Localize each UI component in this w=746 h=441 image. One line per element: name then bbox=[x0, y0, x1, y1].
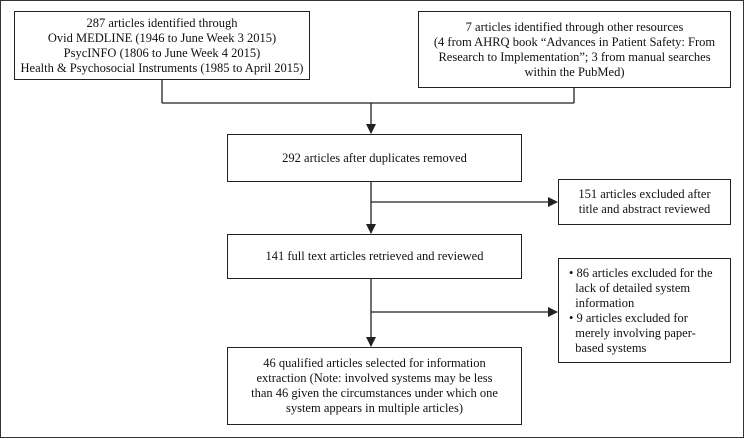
box-source-databases: 287 articles identified through Ovid MED… bbox=[14, 11, 310, 80]
box-excluded-title-abstract: 151 articles excluded after title and ab… bbox=[558, 179, 731, 225]
box-line: (4 from AHRQ book “Advances in Patient S… bbox=[433, 34, 716, 49]
box-line: PsycINFO (1806 to June Week 4 2015) bbox=[63, 45, 261, 60]
box-line: 7 articles identified through other reso… bbox=[465, 19, 684, 34]
box-line: Ovid MEDLINE (1946 to June Week 3 2015) bbox=[47, 30, 277, 45]
box-line: Research to Implementation”; 3 from manu… bbox=[438, 49, 711, 64]
box-source-other: 7 articles identified through other reso… bbox=[418, 11, 731, 88]
box-line: 141 full text articles retrieved and rev… bbox=[265, 249, 484, 263]
box-line: • 86 articles excluded for the bbox=[569, 265, 713, 280]
box-line: 287 articles identified through bbox=[86, 15, 238, 30]
box-excluded-full-text: • 86 articles excluded for the lack of d… bbox=[558, 258, 731, 363]
box-line: within the PubMed) bbox=[524, 64, 625, 79]
box-line: 46 qualified articles selected for infor… bbox=[263, 356, 486, 370]
box-line: extraction (Note: involved systems may b… bbox=[256, 371, 493, 385]
box-final-included: 46 qualified articles selected for infor… bbox=[227, 347, 522, 425]
box-line: than 46 given the circumstances under wh… bbox=[251, 386, 498, 400]
box-line: title and abstract reviewed bbox=[578, 202, 711, 216]
box-line: Health & Psychosocial Instruments (1985 … bbox=[20, 60, 304, 75]
box-line: 151 articles excluded after bbox=[578, 187, 711, 201]
box-line: • 9 articles excluded for bbox=[569, 310, 688, 325]
box-line: system appears in multiple articles) bbox=[285, 401, 464, 415]
box-line: based systems bbox=[569, 340, 647, 355]
box-line: information bbox=[569, 295, 635, 310]
box-full-text: 141 full text articles retrieved and rev… bbox=[227, 234, 522, 279]
box-line: lack of detailed system bbox=[569, 280, 691, 295]
box-after-duplicates: 292 articles after duplicates removed bbox=[227, 134, 522, 182]
box-line: merely involving paper- bbox=[569, 325, 696, 340]
box-line: 292 articles after duplicates removed bbox=[282, 150, 467, 165]
